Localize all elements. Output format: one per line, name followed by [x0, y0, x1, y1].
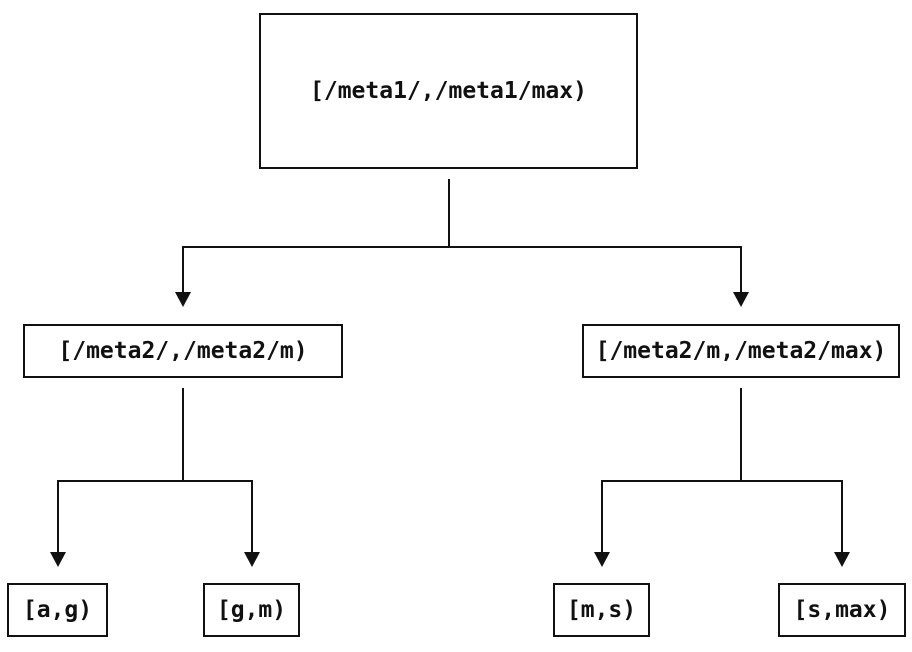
connector-drop-meta2-low [182, 246, 184, 292]
node-label: [s,max) [793, 597, 891, 623]
node-label: [/meta2/m,/meta2/max) [595, 338, 887, 364]
connector-root-bar [182, 246, 742, 248]
node-label: [m,s) [566, 597, 637, 623]
node-label: [a,g) [22, 597, 93, 623]
connector-drop-leaf-g-m [251, 480, 253, 552]
node-root-interval: [/meta1/,/meta1/max) [259, 13, 638, 169]
connector-drop-leaf-a-g [57, 480, 59, 552]
node-label: [/meta1/,/meta1/max) [310, 78, 587, 104]
arrow-down-icon [244, 552, 260, 567]
connector-drop-meta2-high [740, 246, 742, 292]
node-meta2-high-interval: [/meta2/m,/meta2/max) [582, 324, 900, 378]
arrow-down-icon [594, 552, 610, 567]
arrow-down-icon [834, 552, 850, 567]
arrow-down-icon [733, 292, 749, 307]
connector-drop-leaf-m-s [601, 480, 603, 552]
connector-root-stem [448, 179, 450, 248]
node-leaf-a-g: [a,g) [7, 583, 108, 637]
node-label: [/meta2/,/meta2/m) [58, 338, 308, 364]
node-leaf-m-s: [m,s) [553, 583, 650, 637]
arrow-down-icon [50, 552, 66, 567]
arrow-down-icon [175, 292, 191, 307]
connector-meta2-high-bar [601, 480, 843, 482]
node-label: [g,m) [216, 597, 287, 623]
connector-meta2-low-stem [182, 388, 184, 482]
node-leaf-s-max: [s,max) [778, 583, 906, 637]
connector-meta2-high-stem [740, 388, 742, 482]
connector-drop-leaf-s-max [841, 480, 843, 552]
node-leaf-g-m: [g,m) [203, 583, 300, 637]
node-meta2-low-interval: [/meta2/,/meta2/m) [23, 324, 343, 378]
connector-meta2-low-bar [57, 480, 253, 482]
